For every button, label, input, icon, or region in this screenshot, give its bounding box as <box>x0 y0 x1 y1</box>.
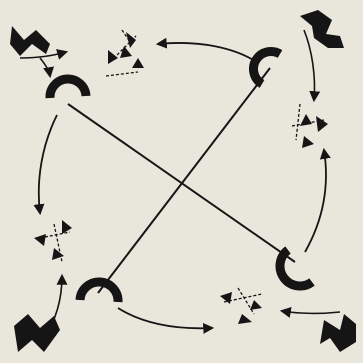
pinwheel-diagram <box>0 0 363 363</box>
